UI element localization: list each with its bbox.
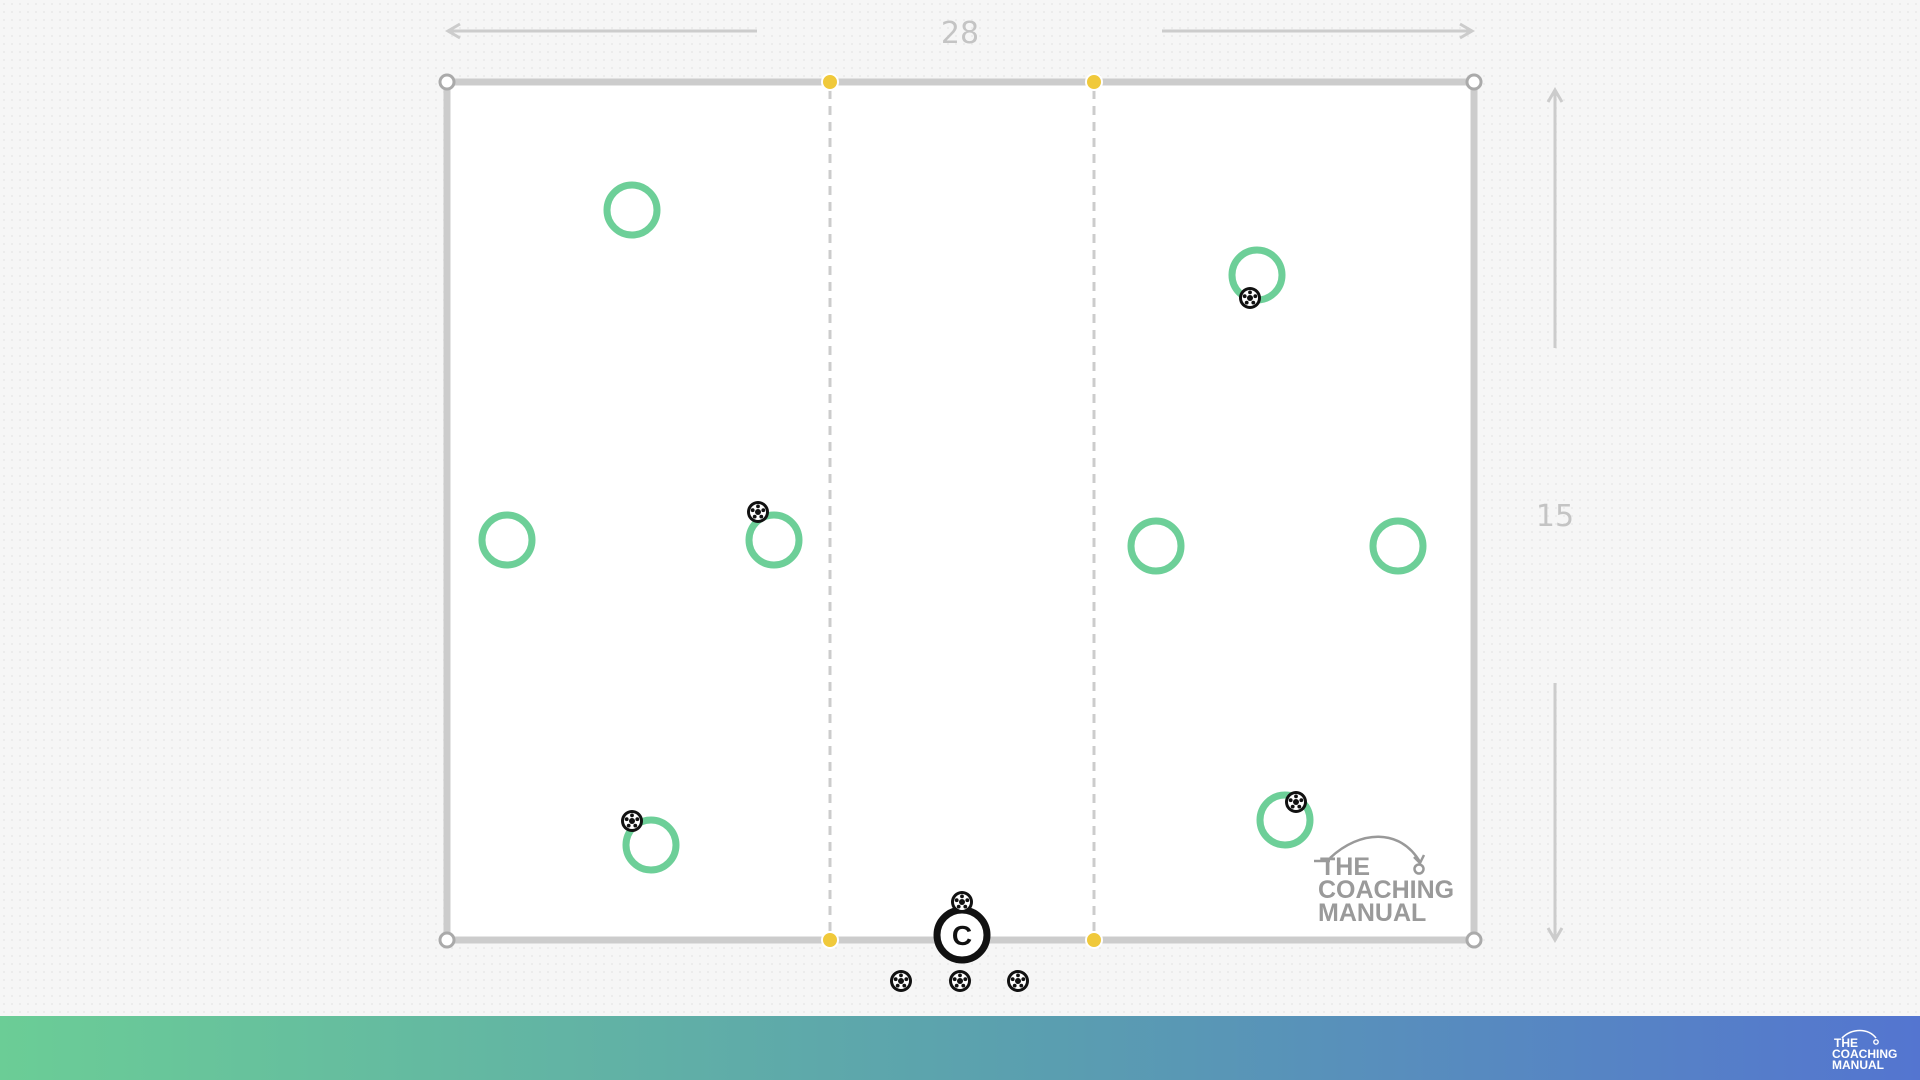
footer-logo: THE COACHING MANUAL [1828,1026,1910,1074]
footer-bar [0,1016,1920,1080]
ball-icon [1239,287,1261,309]
player [1369,517,1427,575]
footer-logo-line1: THE [1834,1036,1858,1050]
ball-icon [1285,791,1307,813]
cone [821,73,839,91]
player [603,181,661,239]
height-label: 15 [1536,499,1574,534]
cone [1085,73,1103,91]
logo-arc-icon [1841,1029,1879,1045]
width-label: 28 [941,16,979,51]
corner-marker [1465,73,1483,91]
watermark-logo: THE COACHING MANUAL [1314,835,1454,927]
player [1256,791,1314,849]
watermark-line2: COACHING [1318,876,1454,904]
ball-icon [949,970,971,992]
ball-icon [747,501,769,523]
player [478,511,536,569]
player [622,816,680,874]
watermark-line1: THE [1320,853,1370,881]
footer-logo-line3: MANUAL [1832,1058,1884,1072]
pitch-area [443,78,1478,944]
watermark-line3: MANUAL [1318,899,1426,927]
player [745,511,803,569]
footer-logo-line2: COACHING [1832,1047,1898,1061]
width-dimension: 28 [445,16,1475,51]
ball-icon [1007,970,1029,992]
corner-marker [1465,931,1483,949]
ball-icon [621,810,643,832]
height-dimension: 15 [1536,87,1574,943]
coach-label: C [952,920,972,951]
corner-marker [438,73,456,91]
cone [821,931,839,949]
player [1127,517,1185,575]
corner-marker [438,931,456,949]
coach: C [933,906,991,964]
ball-icon [890,970,912,992]
cone [1085,931,1103,949]
ball-icon [951,891,973,913]
